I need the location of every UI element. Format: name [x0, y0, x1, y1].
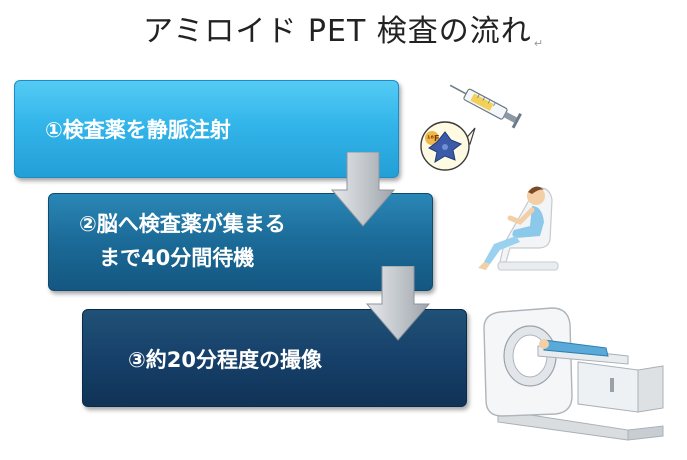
arrow-down-1-icon [330, 152, 396, 227]
page-title: アミロイド PET 検査の流れ↵ [0, 6, 687, 50]
step-2-box: ②脳へ検査薬が集まる まで40分間待機 [48, 193, 433, 291]
pet-scanner-icon [483, 307, 664, 441]
patient-waiting-icon [478, 186, 559, 271]
step-3-box: ③約20分程度の撮像 [82, 309, 467, 407]
arrow-down-2-icon [365, 266, 431, 341]
return-mark-icon: ↵ [533, 37, 545, 50]
step-2-label-line2: まで40分間待機 [99, 246, 255, 270]
step-2-label-line1: ②脳へ検査薬が集まる [79, 212, 286, 236]
step-1-box: ①検査薬を静脈注射 [14, 80, 399, 178]
step-3-label: ③約20分程度の撮像 [128, 348, 323, 372]
molecule-label: ¹⁸F [427, 134, 439, 143]
step-1-label: ①検査薬を静脈注射 [45, 118, 231, 142]
title-text: アミロイド PET 検査の流れ [142, 14, 532, 49]
syringe-injection-icon: ¹⁸F [420, 84, 522, 171]
